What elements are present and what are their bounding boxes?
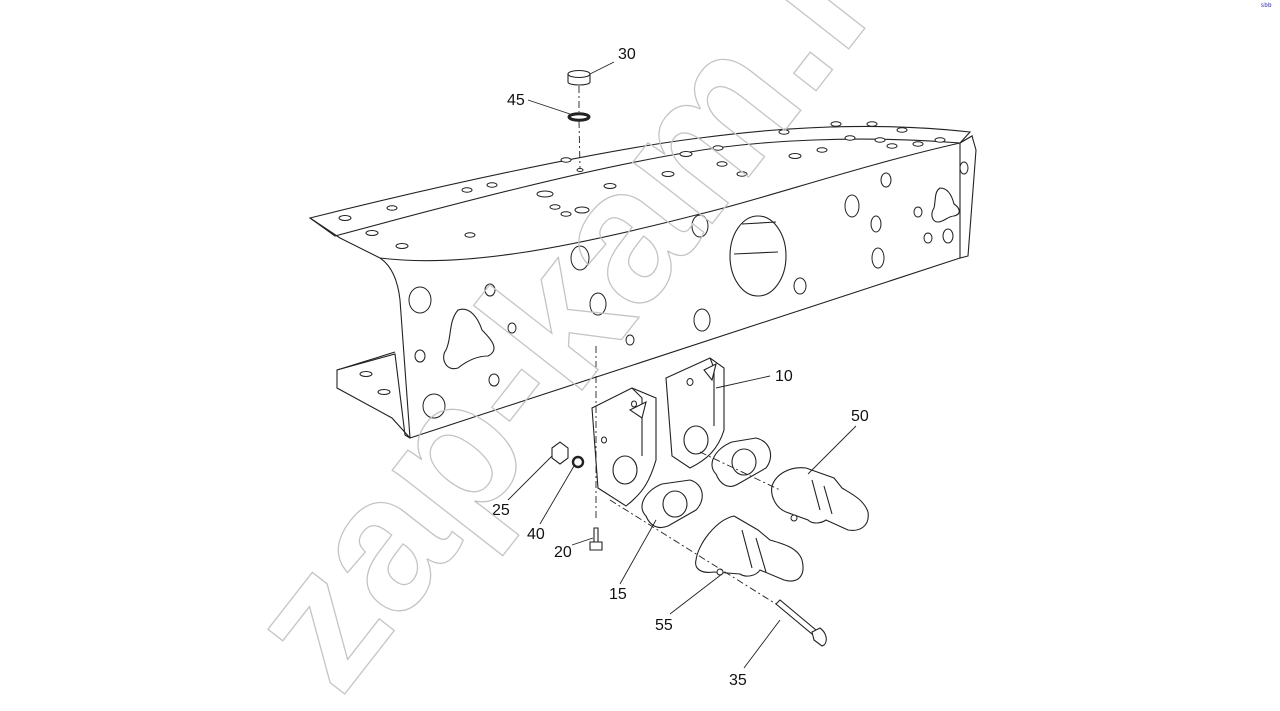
callout-15: 15 <box>609 586 627 603</box>
gasket-lower <box>641 479 703 529</box>
callout-45: 45 <box>507 92 525 109</box>
bolt-short <box>589 527 603 551</box>
part-washer <box>567 112 591 122</box>
bracket-right <box>665 357 725 469</box>
frame-channel <box>308 121 977 439</box>
nut <box>551 441 569 465</box>
callout-25: 25 <box>492 502 510 519</box>
callout-35: 35 <box>729 672 747 689</box>
socket-left <box>695 515 804 582</box>
part-cap <box>567 69 591 86</box>
gasket-upper <box>711 437 772 487</box>
socket-right <box>771 467 869 531</box>
callout-55: 55 <box>655 617 673 634</box>
callout-30: 30 <box>618 46 636 63</box>
leader-lines <box>507 61 857 669</box>
callout-20: 20 <box>554 544 572 561</box>
callout-10: 10 <box>775 368 793 385</box>
bolt-long <box>775 599 827 647</box>
bracket-left <box>591 387 657 507</box>
lock-washer <box>571 455 585 469</box>
corner-mark: sbb <box>1260 3 1272 9</box>
watermark: zap-kam.ru <box>205 0 990 711</box>
callout-50: 50 <box>851 408 869 425</box>
callout-40: 40 <box>527 526 545 543</box>
